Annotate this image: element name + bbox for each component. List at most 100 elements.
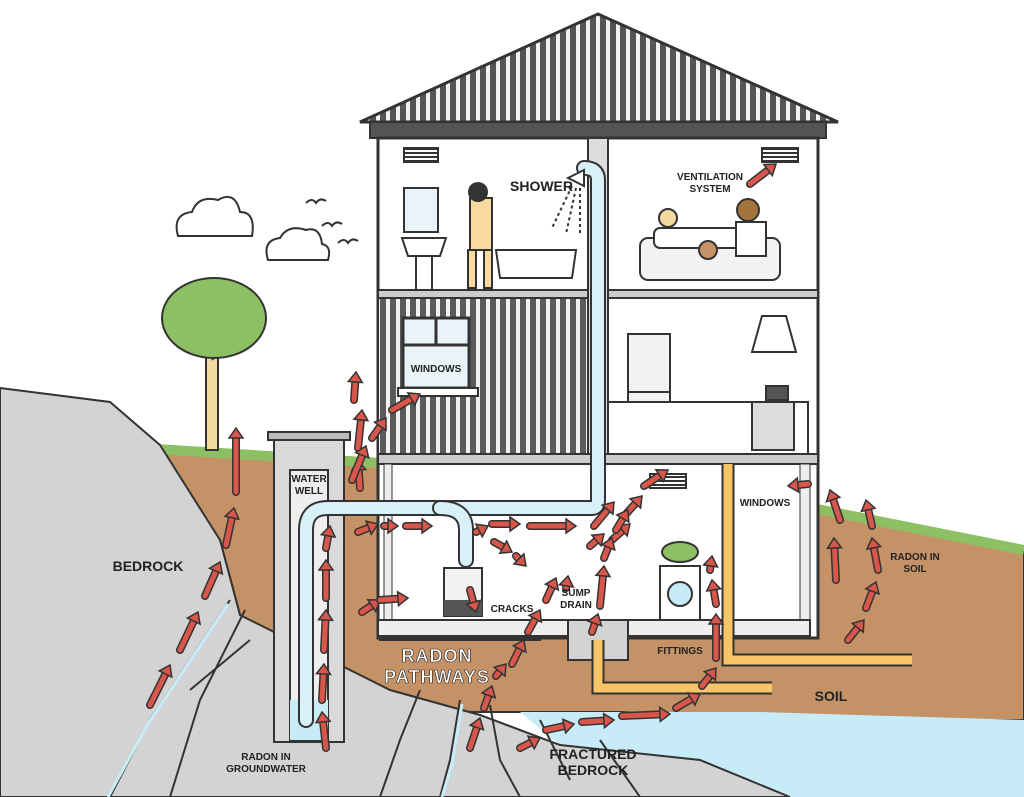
radon-arrow-fill [319,671,326,703]
radon-arrow-head [628,495,643,510]
radon-arrow-head [396,590,410,608]
radon-arrow-head [594,564,612,578]
label-radon-in-groundwater: RADON IN GROUNDWATER [226,752,306,775]
radon-arrow-fill [525,616,538,635]
radon-arrow-fill [491,539,506,550]
radon-arrow-fill [509,646,523,667]
radon-arrow-fill [369,423,383,441]
label-fittings: FITTINGS [657,646,703,657]
radon-arrow-head [707,612,725,625]
radon-arrow-fill [351,379,358,403]
radon-arrow-head [543,576,560,592]
radon-arrow-fill [747,167,771,187]
shower-head [551,168,585,235]
radon-arrow-fill [389,396,414,413]
radon-arrow-fill [321,617,329,653]
radon-arrow-fill [517,739,534,751]
radon-arrow-head [786,476,800,494]
radon-arrow-head [498,539,514,555]
radon-arrow-head [354,444,370,460]
radon-arrow-fill [609,528,626,543]
tree [161,277,267,451]
radon-arrow-head [480,684,497,699]
radon-arrow-head [406,392,422,407]
radon-arrow-head [223,506,240,521]
radon-arrow-head [527,608,543,624]
radon-arrow-head [762,163,778,178]
radon-arrow-head [346,370,364,384]
radon-arrows [146,163,883,752]
radon-arrow-head [157,663,173,679]
radon-arrow-fill [223,515,235,548]
radon-arrow-fill [481,692,492,711]
radon-arrow-fill [323,533,331,551]
radon-arrow-head [702,554,719,568]
label-bedrock: BEDROCK [112,558,184,574]
radon-arrow-head [825,488,842,503]
radon-arrow-head [600,536,616,552]
radon-arrow-head [474,523,490,539]
radon-arrow-fill [613,516,626,533]
living-room [639,198,781,281]
radon-arrow-head [421,517,434,535]
radon-arrow-head [654,468,670,483]
radon-arrow-fill [865,507,875,529]
radon-arrow-fill [377,596,401,603]
radon-arrow-head [314,710,332,724]
radon-arrow-fill [863,588,875,611]
radon-arrow-fill [359,603,375,615]
radon-arrow-fill [591,507,611,529]
radon-arrow-fill [845,625,861,643]
radon-arrow-fill [831,545,839,583]
radon-arrow-fill [493,669,503,679]
radon-arrow-fill [579,718,607,725]
radon-arrow-head [865,536,883,551]
radon-arrow-head [372,416,387,432]
label-radon-in-soil: RADON IN SOIL [890,552,940,575]
label-soil: SOIL [814,688,848,704]
radon-arrow-head [511,638,527,654]
clouds [175,196,331,261]
radon-arrow-fill [711,587,719,607]
radon-arrow-head [366,598,382,613]
radon-arrow-fill [673,696,694,711]
label-cracks: CRACKS [490,604,534,615]
radon-arrow-head [317,558,335,571]
radon-arrow-head [317,608,334,622]
radon-arrow-head [352,408,370,422]
radon-arrow-head [615,508,630,524]
gas-pipes [591,464,912,695]
radon-arrow-fill [601,544,611,561]
radon-arrow-head [319,524,337,539]
radon-arrow-fill [147,671,169,708]
radon-arrow-head [565,517,578,535]
radon-arrow-head [602,712,616,730]
label-windows-upper: WINDOWS [410,364,462,375]
radon-arrow-head [600,500,615,516]
radon-arrow-head [526,735,542,751]
radon-arrow-head [557,574,575,588]
kitchen [607,315,809,455]
radon-arrow-fill [202,568,219,599]
label-sump-drain: SUMP DRAIN [560,588,592,611]
radon-arrow-fill [543,584,555,603]
radon-arrow-head [705,578,723,592]
radon-arrow-head [492,662,507,678]
radon-arrow-fill [597,573,606,609]
radon-arrow-head [561,717,576,735]
radon-arrow-fill [619,711,663,719]
radon-arrow-fill [320,719,329,751]
radon-arrow-fill [795,481,811,488]
radon-arrow-fill [177,618,197,653]
radon-arrow-fill [349,452,365,483]
radon-arrow-head [686,692,702,707]
radon-arrow-head [185,610,202,626]
radon-arrow-head [364,520,380,536]
radon-arrow-head [465,599,482,614]
radon-arrow-fill [830,496,843,523]
radon-arrow-head [207,560,224,576]
radon-arrow-head [227,426,245,439]
label-shower: SHOWER [510,178,573,194]
